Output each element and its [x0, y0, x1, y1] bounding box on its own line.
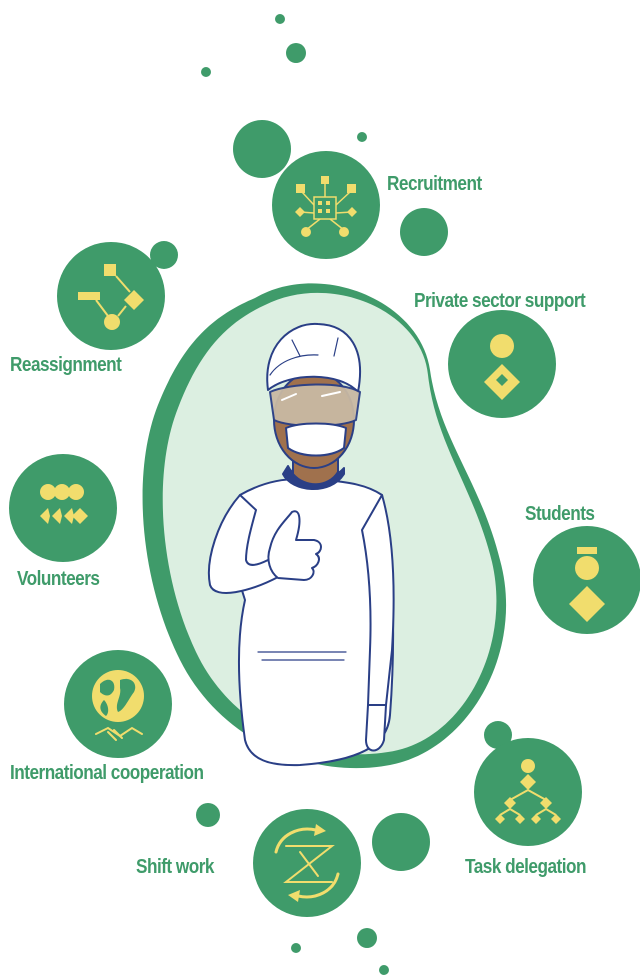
label-international-cooperation: International cooperation: [10, 762, 204, 784]
icon-task-delegation: [474, 738, 582, 846]
icon-recruitment: [272, 151, 380, 259]
icon-shift-work: [253, 809, 361, 917]
label-reassignment: Reassignment: [10, 354, 122, 376]
label-recruitment: Recruitment: [387, 173, 482, 195]
icon-students: [533, 526, 640, 634]
icon-reassignment: [57, 242, 165, 350]
label-task-delegation: Task delegation: [465, 856, 586, 878]
health-worker-thumbs-up-icon: [208, 322, 395, 767]
label-private-sector-support: Private sector support: [414, 290, 586, 312]
icon-volunteers: [9, 454, 117, 562]
icon-international: [64, 650, 172, 758]
icon-private-sector: [448, 310, 556, 418]
label-students: Students: [525, 503, 595, 525]
label-volunteers: Volunteers: [17, 568, 100, 590]
label-shift-work: Shift work: [136, 856, 214, 878]
